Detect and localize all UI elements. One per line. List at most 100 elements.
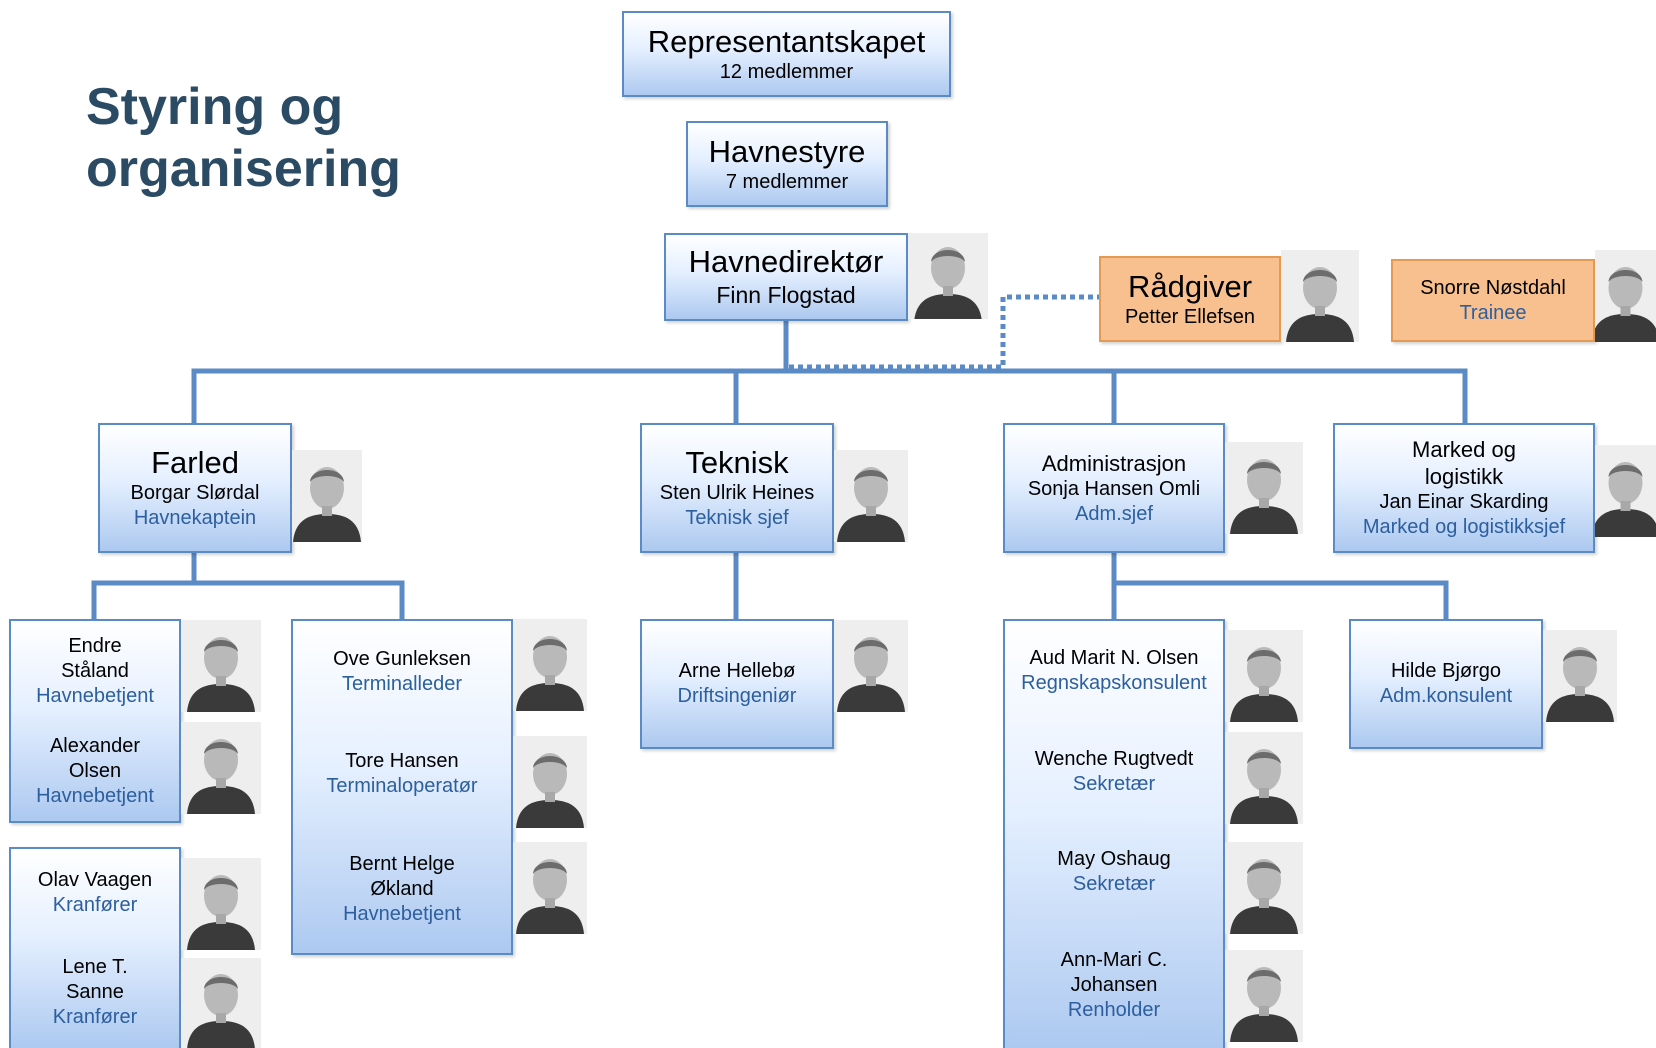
- terminal-photo: [513, 619, 587, 711]
- drift-photo: [834, 620, 908, 712]
- portrait-silhouette: [181, 620, 261, 712]
- person-name: Wenche Rugtvedt: [1034, 747, 1194, 770]
- admin-staff-person: May Oshaug Sekretær: [1057, 847, 1170, 897]
- marked-name: Jan Einar Skarding: [1379, 491, 1549, 513]
- person-name: Aud Marit N. Olsen: [1029, 647, 1199, 670]
- adm-konsulent-photo: [1543, 630, 1617, 722]
- representantskapet-box: Representantskapet 12 medlemmer: [622, 11, 951, 97]
- drift-box: Arne Hellebø Driftsingeniør: [640, 619, 834, 749]
- portrait-silhouette: [181, 858, 261, 950]
- portrait-silhouette: [1225, 732, 1303, 824]
- portrait-silhouette: [908, 233, 988, 319]
- person-name: Endre Ståland: [61, 634, 129, 682]
- adm-konsulent-box: Hilde Bjørgo Adm.konsulent: [1349, 619, 1543, 749]
- portrait-silhouette: [1225, 630, 1303, 722]
- marked-role: Marked og logistikksjef: [1362, 516, 1566, 538]
- admin-staff-photo: [1225, 842, 1303, 934]
- terminal-photo: [513, 736, 587, 828]
- portrait-silhouette: [292, 450, 362, 542]
- teknisk-title: Teknisk: [685, 445, 789, 480]
- admin-staff-person: Wenche Rugtvedt Sekretær: [1035, 747, 1194, 797]
- marked-title: Marked og logistikk: [1412, 437, 1516, 489]
- terminal-person: Bernt Helge Økland Havnebetjent: [343, 852, 461, 927]
- person-role: Havnebetjent: [36, 684, 154, 707]
- person-role: Regnskapskonsulent: [1021, 672, 1207, 695]
- havnestyre-name: Havnestyre: [708, 133, 866, 169]
- radgiver-photo: [1281, 250, 1359, 342]
- teknisk-photo: [834, 450, 908, 542]
- administrasjon-photo: [1225, 442, 1303, 534]
- adm-konsulent-name: Hilde Bjørgo: [1390, 660, 1502, 682]
- radgiver-box: Rådgiver Petter Ellefsen: [1099, 256, 1281, 342]
- admin-staff-person: Aud Marit N. Olsen Regnskapskonsulent: [1021, 646, 1207, 696]
- person-name: Alexander Olsen: [49, 734, 141, 782]
- portrait-silhouette: [1225, 842, 1303, 934]
- havnebetjent-box: Endre Ståland Havnebetjent Alexander Ols…: [9, 619, 181, 823]
- portrait-silhouette: [1281, 250, 1359, 342]
- person-role: Kranfører: [52, 1005, 138, 1028]
- havnedirektor-photo: [908, 233, 988, 319]
- person-name: May Oshaug: [1057, 848, 1171, 871]
- teknisk-box: Teknisk Sten Ulrik Heines Teknisk sjef: [640, 423, 834, 553]
- farled-photo: [292, 450, 362, 542]
- radgiver-title: Rådgiver: [1127, 268, 1253, 304]
- portrait-silhouette: [1543, 630, 1617, 722]
- portrait-silhouette: [834, 620, 908, 712]
- teknisk-role: Teknisk sjef: [685, 507, 789, 529]
- farled-role: Havnekaptein: [133, 507, 257, 529]
- admin-staff-photo: [1225, 950, 1303, 1042]
- portrait-silhouette: [834, 450, 908, 542]
- person-name: Bernt Helge Økland: [349, 852, 455, 900]
- person-role: Terminalleder: [341, 673, 463, 696]
- kranforer-person: Lene T. Sanne Kranfører: [53, 955, 137, 1030]
- person-role: Renholder: [1067, 998, 1161, 1021]
- admin-staff-box: Aud Marit N. Olsen Regnskapskonsulent We…: [1003, 619, 1225, 1048]
- teknisk-name: Sten Ulrik Heines: [659, 482, 815, 504]
- havnebetjent-photo: [181, 620, 261, 712]
- adm-konsulent-role: Adm.konsulent: [1379, 685, 1513, 707]
- administrasjon-role: Adm.sjef: [1075, 502, 1153, 525]
- radgiver-name: Petter Ellefsen: [1124, 305, 1256, 328]
- trainee-box: Snorre Nøstdahl Trainee: [1391, 259, 1595, 342]
- havnestyre-members: 7 medlemmer: [725, 170, 849, 193]
- farled-box: Farled Borgar Slørdal Havnekaptein: [98, 423, 292, 553]
- terminal-photo: [513, 842, 587, 934]
- portrait-silhouette: [1225, 950, 1303, 1042]
- portrait-silhouette: [181, 722, 261, 814]
- havnedirektor-box: Havnedirektør Finn Flogstad: [664, 233, 908, 321]
- trainee-name: Snorre Nøstdahl: [1420, 276, 1566, 299]
- havnebetjent-person: Endre Ståland Havnebetjent: [36, 634, 154, 709]
- farled-title: Farled: [151, 445, 239, 480]
- havnedirektor-title: Havnedirektør: [688, 244, 884, 279]
- administrasjon-title: Administrasjon: [1041, 450, 1187, 476]
- farled-name: Borgar Slørdal: [130, 482, 260, 504]
- portrait-silhouette: [1225, 442, 1303, 534]
- marked-box: Marked og logistikk Jan Einar Skarding M…: [1333, 423, 1595, 553]
- kranforer-photo: [181, 958, 261, 1048]
- portrait-silhouette: [513, 842, 587, 934]
- drift-name: Arne Hellebø: [678, 660, 796, 682]
- kranforer-box: Olav Vaagen Kranfører Lene T. Sanne Kran…: [9, 847, 181, 1048]
- person-role: Havnebetjent: [36, 784, 154, 807]
- terminal-box: Ove Gunleksen Terminalleder Tore Hansen …: [291, 619, 513, 955]
- kranforer-photo: [181, 858, 261, 950]
- kranforer-person: Olav Vaagen Kranfører: [38, 868, 152, 918]
- representantskapet-name: Representantskapet: [647, 23, 926, 59]
- administrasjon-box: Administrasjon Sonja Hansen Omli Adm.sje…: [1003, 423, 1225, 553]
- person-role: Sekretær: [1072, 873, 1156, 896]
- terminal-person: Tore Hansen Terminaloperatør: [326, 749, 477, 799]
- page-title: Styring og organisering: [86, 78, 401, 198]
- person-name: Ove Gunleksen: [333, 648, 471, 671]
- havnestyre-box: Havnestyre 7 medlemmer: [686, 121, 888, 207]
- portrait-silhouette: [181, 958, 261, 1048]
- havnebetjent-person: Alexander Olsen Havnebetjent: [36, 734, 154, 809]
- representantskapet-members: 12 medlemmer: [719, 60, 854, 83]
- trainee-photo: [1595, 250, 1656, 342]
- marked-photo: [1595, 445, 1656, 537]
- admin-staff-photo: [1225, 732, 1303, 824]
- havnebetjent-photo: [181, 722, 261, 814]
- admin-staff-person: Ann-Mari C. Johansen Renholder: [1061, 948, 1168, 1023]
- person-name: Olav Vaagen: [37, 868, 153, 891]
- portrait-silhouette: [1595, 250, 1656, 342]
